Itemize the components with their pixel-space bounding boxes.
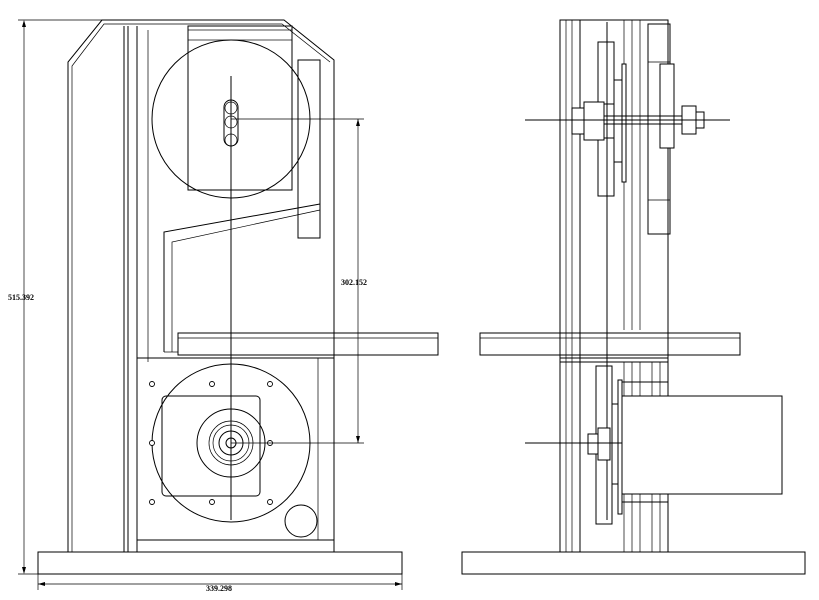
motor-mount-plate — [161, 395, 261, 497]
height-dimension-label: 515.392 — [8, 293, 34, 302]
front-table — [177, 332, 439, 356]
lower-housing — [136, 357, 335, 553]
dimension-arrow — [356, 119, 360, 126]
upper-guard-band — [187, 29, 293, 41]
axle-part — [583, 101, 605, 141]
bolt-hole — [209, 499, 215, 505]
side-view — [461, 19, 806, 575]
bolt-hole — [267, 381, 273, 387]
front-view — [37, 19, 439, 575]
blade-guide-post — [297, 59, 321, 239]
bolt-hole — [149, 499, 155, 505]
front-frame-inner-edge — [71, 23, 331, 552]
throat-inner-outline — [171, 209, 321, 352]
dimension-lines: 515.392 339.298 302.152 — [8, 19, 403, 593]
dimension-arrow — [22, 20, 26, 27]
side-frame — [559, 19, 669, 553]
bolt-hole — [267, 499, 273, 505]
dimension-arrow — [38, 582, 45, 586]
bolt-hole — [149, 440, 155, 446]
dust-port — [284, 504, 318, 538]
bolt-hole — [149, 381, 155, 387]
axle-part — [621, 63, 627, 183]
side-base-plate — [461, 551, 806, 575]
axle-part — [613, 79, 623, 163]
width-dimension-label: 339.298 — [206, 584, 232, 593]
upper-wheel-guard — [187, 25, 293, 191]
axle-part — [617, 379, 623, 515]
side-table — [479, 332, 741, 356]
axle-part — [597, 427, 611, 461]
bolt-hole — [209, 381, 215, 387]
wheel-spacing-dimension-label: 302.152 — [341, 278, 367, 287]
side-motor — [621, 395, 783, 495]
dimension-arrow — [395, 582, 402, 586]
throat-outline — [163, 203, 321, 352]
axle-part — [603, 103, 615, 139]
dimension-arrow — [22, 567, 26, 574]
dimension-arrow — [356, 436, 360, 443]
front-frame-outline — [67, 19, 335, 552]
axle-part — [659, 63, 675, 149]
axle-part — [611, 403, 619, 485]
front-base-plate — [37, 551, 403, 575]
